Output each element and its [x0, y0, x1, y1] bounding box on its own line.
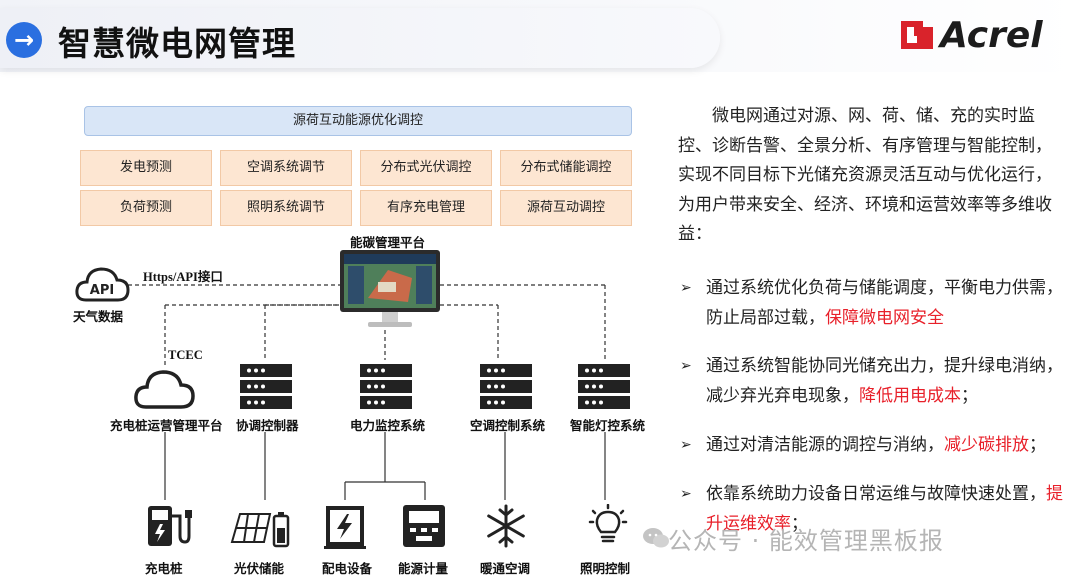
title-banner	[0, 8, 720, 68]
module-hvac-adjust: 空调系统调节	[220, 150, 352, 186]
ev-charger-icon	[148, 506, 192, 546]
bullet-tail: ；	[791, 513, 808, 534]
bullet-item: ➢ 通过对清洁能源的调控与消纳，减少碳排放；	[678, 431, 1070, 461]
module-load-forecast: 负荷预测	[80, 190, 212, 226]
server-icon	[480, 364, 532, 409]
bullet-arrow-icon: ➢	[680, 358, 692, 374]
snowflake-icon	[487, 504, 525, 548]
api-cloud-icon: API	[75, 267, 130, 302]
module-power-forecast: 发电预测	[80, 150, 212, 186]
bullet-text: 通过系统优化负荷与储能调度，平衡电力供需，防止局部过载，	[706, 278, 1063, 328]
cloud-platform-icon	[134, 370, 195, 409]
light-bulb-icon	[588, 504, 628, 543]
logo-text: Acrel	[940, 14, 1043, 56]
bullet-arrow-icon: ➢	[680, 486, 692, 502]
solar-storage-icon	[230, 512, 290, 548]
bullet-tail: ；	[961, 385, 978, 406]
api-interface-label: Https/API接口	[143, 270, 223, 284]
device-energy-meter: 能源计量	[398, 561, 449, 576]
optimization-band: 源荷互动能源优化调控	[84, 106, 632, 136]
server-icon	[240, 364, 292, 409]
bullet-item: ➢ 通过系统智能协同光储充出力，提升绿电消纳，减少弃光弃电现象，降低用电成本；	[678, 352, 1070, 411]
module-lighting-adjust: 照明系统调节	[220, 190, 352, 226]
energy-meter-icon	[403, 505, 445, 547]
module-pv-control: 分布式光伏调控	[360, 150, 492, 186]
page-title: 智慧微电网管理	[58, 24, 296, 63]
bullet-arrow-icon: ➢	[680, 280, 692, 296]
diagram-connectors	[128, 284, 606, 500]
server-icon	[578, 364, 630, 409]
device-pv-storage: 光伏储能	[234, 561, 285, 576]
tcec-label: TCEC	[168, 348, 203, 362]
wechat-icon	[643, 528, 669, 548]
system-charging-platform: 充电桩运营管理平台	[110, 418, 223, 433]
acrel-logo-mark-icon	[901, 21, 933, 49]
system-coordinator: 协调控制器	[236, 418, 299, 433]
bullet-arrow-icon: ➢	[680, 437, 692, 453]
device-lighting: 照明控制	[580, 561, 631, 576]
bullet-text: 通过对清洁能源的调控与消纳，	[706, 435, 944, 455]
header-bar: → 智慧微电网管理 Acrel	[0, 0, 1080, 72]
arrow-right-icon: →	[6, 22, 42, 58]
watermark: 公众号 · 能效管理黑板报	[668, 527, 944, 555]
bullet-item: ➢ 依靠系统助力设备日常运维与故障快速处置，提升运维效率；	[678, 480, 1070, 539]
system-hvac-control: 空调控制系统	[470, 418, 546, 433]
module-storage-control: 分布式储能调控	[500, 150, 632, 186]
intro-paragraph: 微电网通过对源、网、荷、储、充的实时监控、诊断告警、全景分析、有序管理与智能控制…	[678, 106, 1052, 244]
distribution-equipment-icon	[324, 506, 366, 549]
platform-label: 能碳管理平台	[350, 235, 426, 250]
device-charger: 充电桩	[145, 561, 183, 576]
acrel-logo: Acrel	[900, 10, 1043, 60]
bullet-tail: ；	[1029, 435, 1046, 455]
monitor-icon	[340, 250, 440, 327]
system-lighting-control: 智能灯控系统	[570, 418, 646, 433]
bullet-highlight: 保障微电网安全	[825, 307, 944, 328]
bullet-item: ➢ 通过系统优化负荷与储能调度，平衡电力供需，防止局部过载，保障微电网安全	[678, 274, 1070, 333]
weather-data-label: 天气数据	[73, 309, 124, 324]
system-power-monitoring: 电力监控系统	[350, 418, 426, 433]
device-hvac: 暖通空调	[480, 561, 531, 576]
bullet-highlight: 减少碳排放	[944, 435, 1029, 455]
module-source-load-control: 源荷互动调控	[500, 190, 632, 226]
api-cloud-text: API	[90, 283, 114, 298]
bullet-text: 依靠系统助力设备日常运维与故障快速处置，	[706, 484, 1046, 504]
device-distribution: 配电设备	[322, 561, 373, 576]
bullet-highlight: 降低用电成本	[859, 385, 961, 406]
module-ordered-charging: 有序充电管理	[360, 190, 492, 226]
server-icon	[360, 364, 412, 409]
bullet-highlight: 提升运维效率	[706, 484, 1063, 534]
bullet-text: 通过系统智能协同光储充出力，提升绿电消纳，减少弃光弃电现象，	[706, 356, 1063, 406]
